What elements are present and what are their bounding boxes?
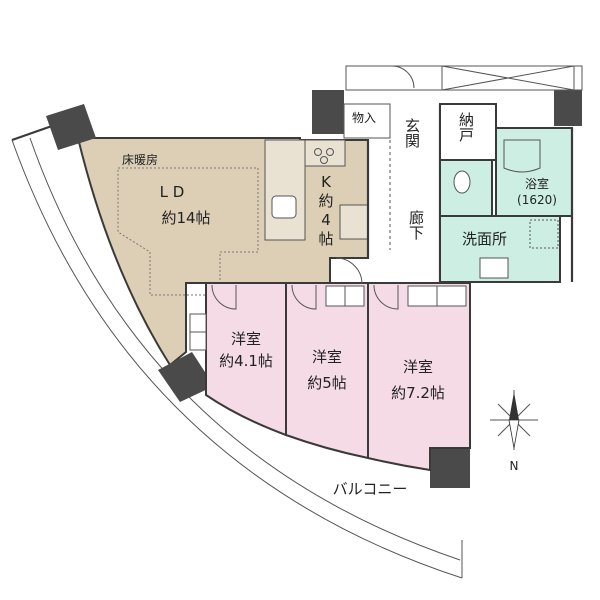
closet-bedroom-2 <box>325 285 365 307</box>
bathroom-label: 浴室 <box>525 176 549 191</box>
pillar-ne <box>554 90 582 126</box>
compass-north-label: N <box>510 459 519 473</box>
bedroom-3 <box>367 282 471 472</box>
bathroom <box>495 127 573 217</box>
sink-icon <box>479 257 509 279</box>
pillar-sw <box>158 352 214 402</box>
kitchen-k-label: K <box>321 173 332 191</box>
genkan-label: 玄関 <box>403 118 421 149</box>
monoire-label: 物入 <box>352 111 376 125</box>
door-swing-bedroom-1 <box>211 284 237 310</box>
bedroom-1-area: 約4.1帖 <box>219 352 273 370</box>
kitchen-num-label: 4 <box>321 211 331 229</box>
bedroom-3-area: 約7.2帖 <box>391 384 445 402</box>
washer-pan <box>529 219 559 249</box>
rouka-label: 廊下 <box>407 210 425 240</box>
closet-bedroom-3 <box>407 285 467 307</box>
toilet-icon <box>453 170 471 194</box>
bathroom-size-label: (1620) <box>517 193 557 207</box>
bedroom-2-area: 約5帖 <box>307 374 347 392</box>
ld-name-label: L D <box>160 183 185 201</box>
closet-bedroom-1 <box>189 313 207 351</box>
pillar-top-center <box>312 90 344 134</box>
nando-label: 納戸 <box>457 112 475 142</box>
compass-icon <box>490 390 538 450</box>
kitchen-yaku-label: 約 <box>318 192 333 210</box>
bedroom-1-name: 洋室 <box>231 330 261 348</box>
bedroom-2 <box>285 282 369 460</box>
ld-area-label: 約14帖 <box>161 209 210 227</box>
floor-heating-label: 床暖房 <box>122 152 158 167</box>
door-swing-ld <box>335 257 363 285</box>
bedroom-2-name: 洋室 <box>312 348 342 366</box>
kitchen-jo-label: 帖 <box>318 230 333 248</box>
service-balcony <box>345 65 583 91</box>
kitchen-counter <box>264 139 369 241</box>
balcony <box>11 124 463 579</box>
door-swing-bedroom-2 <box>291 284 317 310</box>
nando-room <box>439 103 497 161</box>
bathtub-icon <box>503 139 541 173</box>
balcony-label: バルコニー <box>333 480 408 498</box>
door-swing-bedroom-3 <box>373 284 399 310</box>
washroom-label: 洗面所 <box>462 230 507 248</box>
bedroom-3-name: 洋室 <box>403 358 433 376</box>
pillar-se <box>430 446 470 488</box>
pillar-nw <box>46 104 96 150</box>
